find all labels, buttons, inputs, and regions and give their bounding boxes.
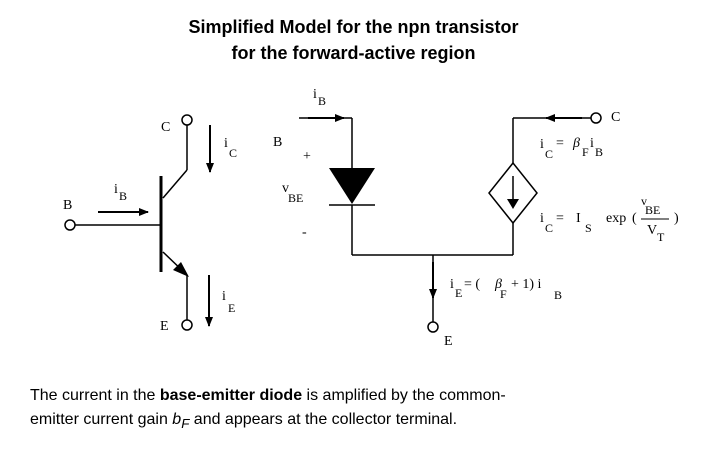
svg-text:F: F [582, 145, 589, 159]
caption-bold-term: base-emitter diode [159, 387, 303, 404]
svg-text:= (: = ( [464, 277, 480, 292]
caption-gain-symbol: b [172, 411, 182, 428]
equation-ic-beta: i C = β F i B [540, 136, 603, 161]
equation-ie: i E = ( β F + 1) i B [450, 277, 562, 302]
svg-text:i: i [450, 277, 454, 292]
collector-diagonal [162, 169, 188, 199]
caption-line-2: emitter current gain bF and appears at t… [30, 411, 458, 432]
model-ib-sub: B [318, 94, 326, 108]
transistor-symbol: C B E i C i B i E [63, 114, 237, 334]
svg-text:F: F [500, 287, 507, 301]
svg-text:i: i [540, 137, 544, 152]
svg-text:B: B [554, 288, 562, 302]
svg-text:E: E [455, 286, 462, 300]
model-ib-i: i [313, 87, 317, 102]
polarity-minus: - [302, 225, 307, 240]
model-emitter-terminal [427, 321, 439, 333]
symbol-label-b: B [63, 198, 72, 213]
svg-text:): ) [674, 211, 679, 226]
svg-text:β: β [572, 136, 580, 151]
symbol-ic-i: i [224, 136, 228, 151]
svg-text:i: i [590, 136, 594, 151]
simplified-model: i B B + - v BE C E i C = β F i B i C [273, 87, 679, 349]
svg-text:+ 1) i: + 1) i [511, 277, 542, 292]
svg-text:V: V [647, 223, 657, 238]
collector-terminal-node [181, 114, 193, 126]
symbol-ib-sub: B [119, 189, 127, 203]
svg-text:=: = [556, 136, 564, 151]
svg-text:T: T [657, 230, 665, 244]
vbe-sub: BE [288, 191, 303, 205]
emitter-terminal-node [181, 319, 193, 331]
svg-text:exp: exp [606, 211, 626, 226]
model-label-b: B [273, 135, 282, 150]
model-label-e: E [444, 334, 453, 349]
svg-text:=: = [556, 211, 564, 226]
svg-text:v: v [641, 194, 647, 208]
source-arrow-head [507, 199, 519, 209]
svg-text:i: i [540, 211, 544, 226]
diode-triangle [329, 168, 375, 204]
equation-ic-exp: i C = I S exp ( v BE V T ) [540, 194, 679, 244]
model-label-c: C [611, 110, 620, 125]
base-terminal-node [64, 219, 76, 231]
emitter-arrow [173, 262, 189, 277]
svg-text:B: B [595, 145, 603, 159]
symbol-ib-i: i [114, 182, 118, 197]
symbol-label-c: C [161, 120, 170, 135]
svg-text:C: C [545, 221, 553, 235]
symbol-label-e: E [160, 319, 169, 334]
symbol-ic-sub: C [229, 146, 237, 160]
polarity-plus: + [303, 149, 311, 164]
caption-line-1: The current in the base-emitter diode is… [30, 387, 506, 404]
symbol-ie-i: i [222, 289, 226, 304]
svg-text:I: I [576, 211, 581, 226]
svg-text:BE: BE [645, 203, 660, 217]
svg-text:(: ( [632, 211, 637, 226]
vbe-v: v [282, 181, 289, 196]
svg-text:β: β [494, 277, 502, 292]
svg-text:C: C [545, 147, 553, 161]
title-line-1: Simplified Model for the npn transistor [188, 17, 519, 37]
title-line-2: for the forward-active region [231, 43, 476, 63]
model-collector-terminal [590, 112, 602, 124]
svg-text:S: S [585, 221, 592, 235]
symbol-ie-sub: E [228, 301, 235, 315]
